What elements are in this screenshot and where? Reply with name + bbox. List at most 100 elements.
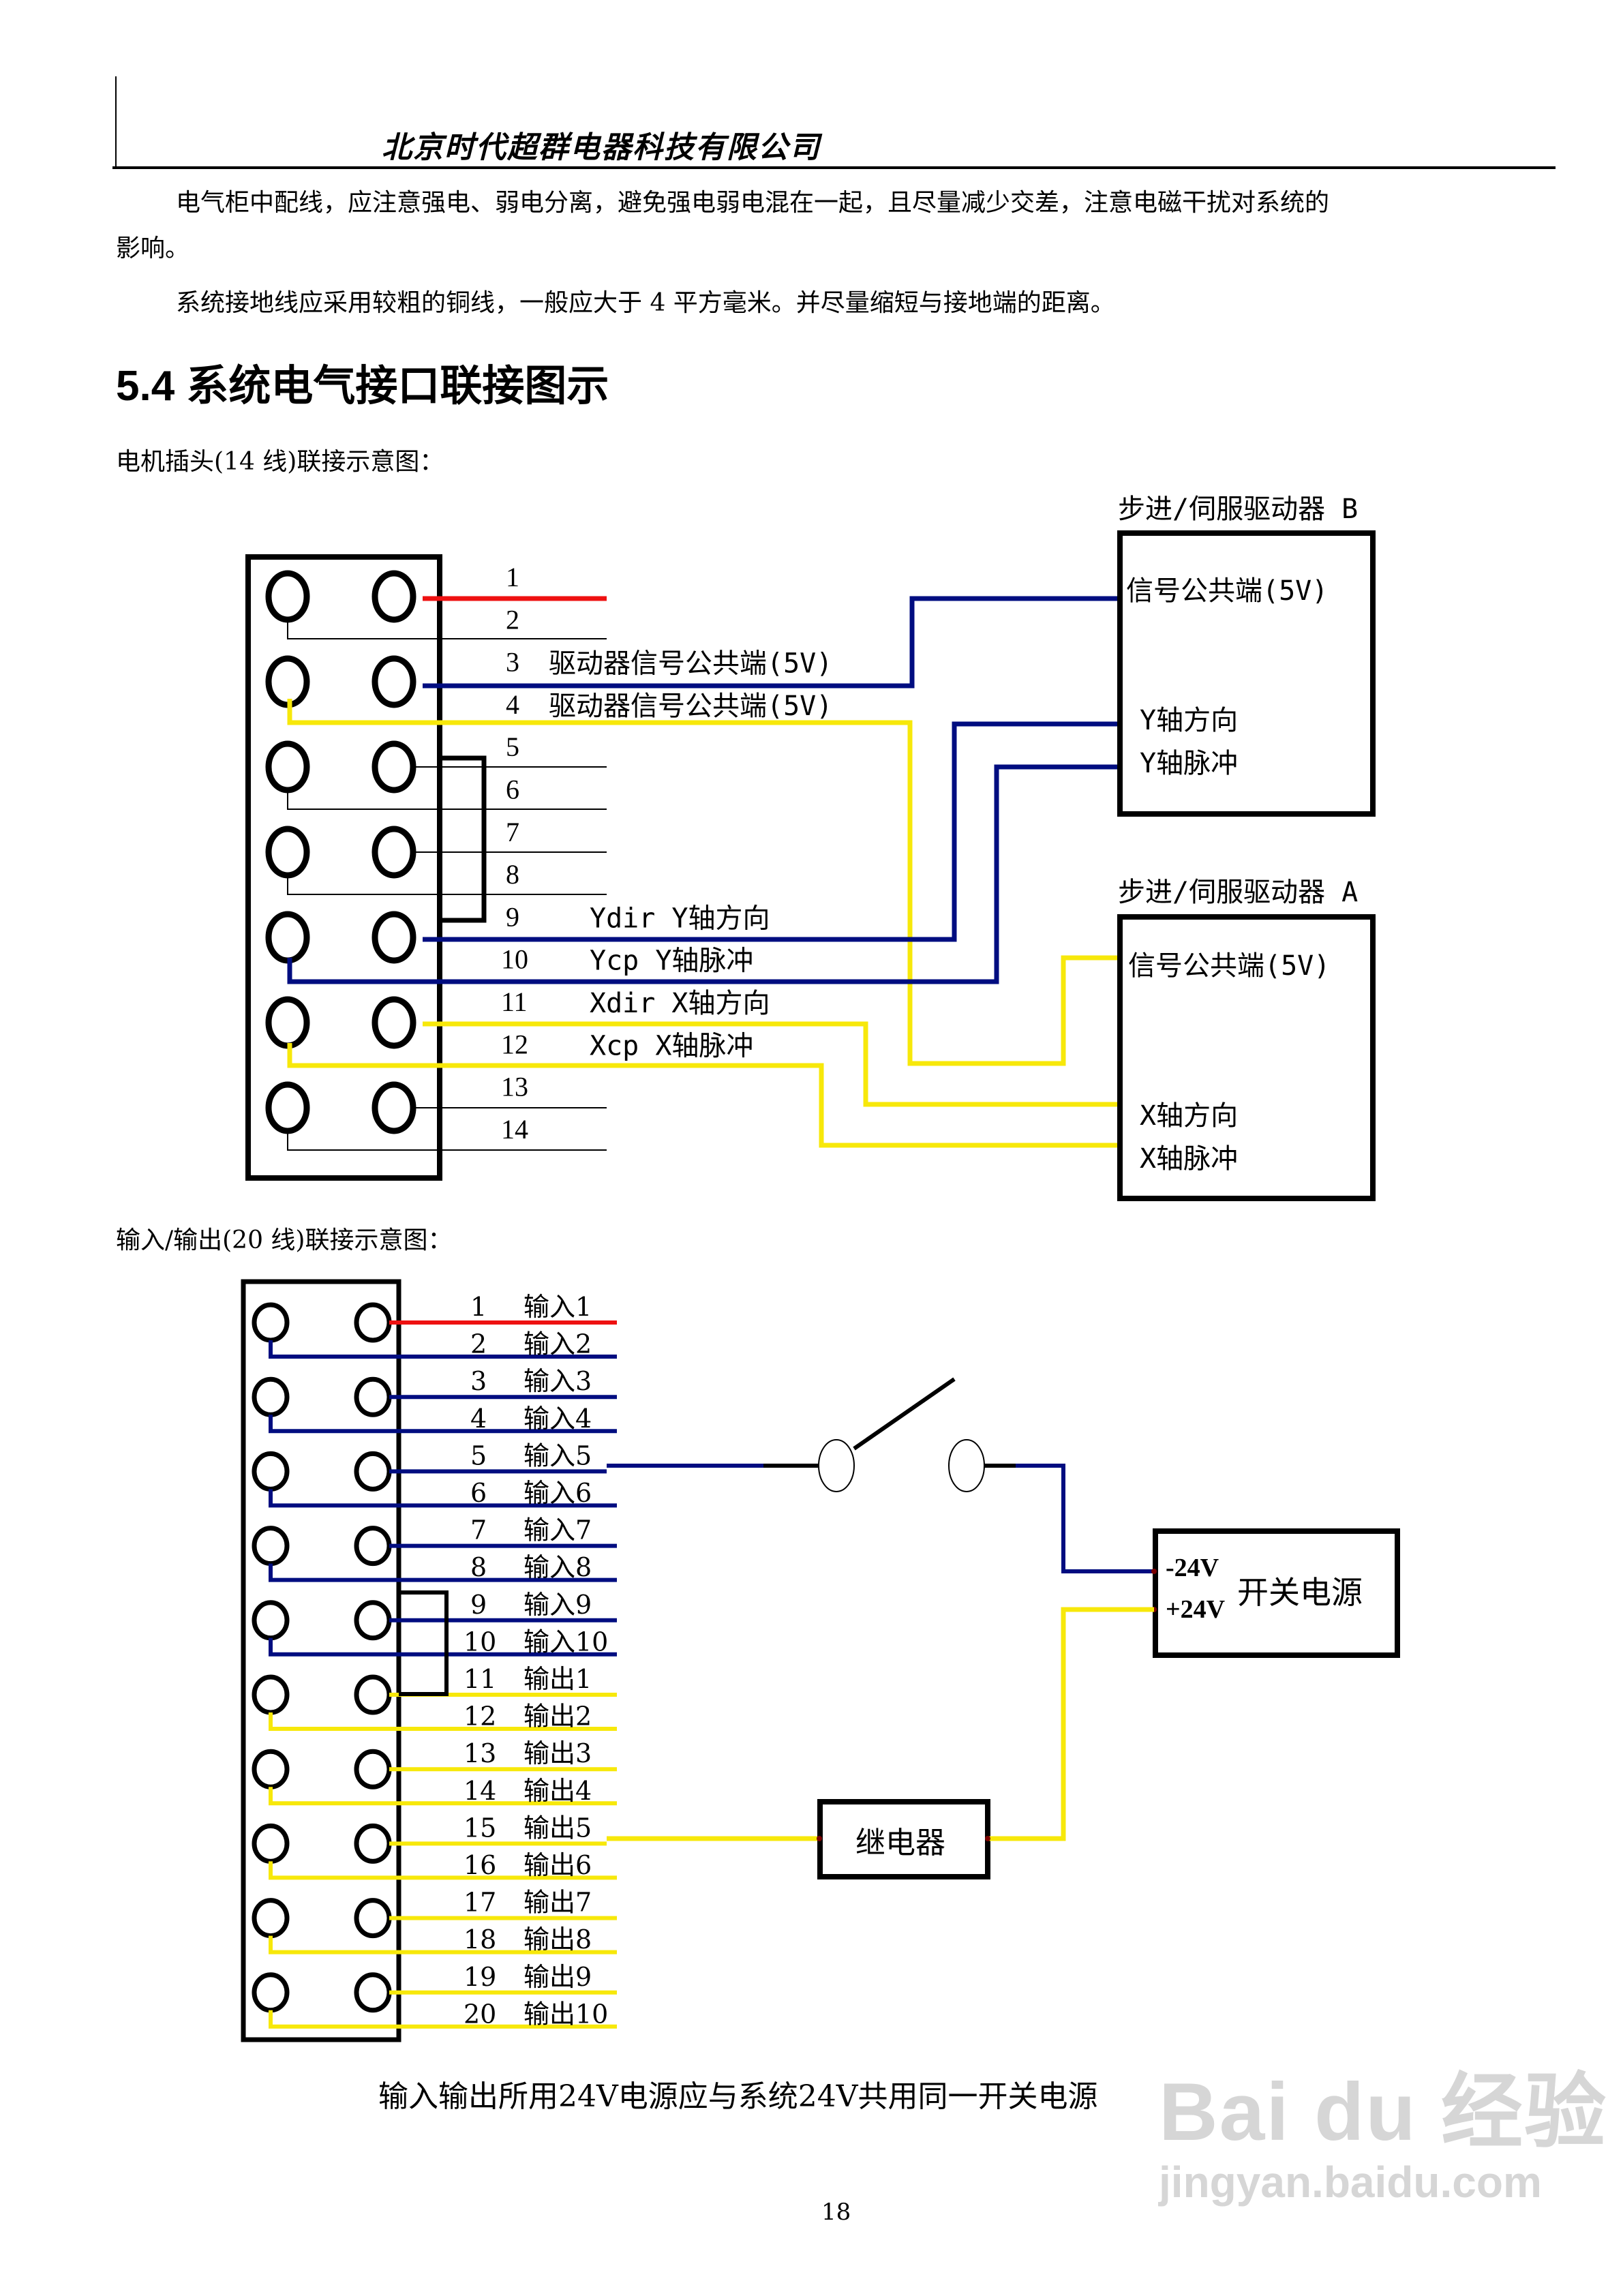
io-pin-number: 18 <box>464 1924 496 1954</box>
wire-pin9-to-y-dir <box>423 721 1121 942</box>
pin-socket <box>252 1600 290 1641</box>
driver-b-title: 步进/伺服驱动器 B <box>1118 494 1358 525</box>
pin-socket <box>371 911 416 964</box>
driver-b-box <box>1117 530 1376 817</box>
motor-pin-number: 2 <box>506 604 519 635</box>
pin-socket <box>265 570 310 623</box>
power-supply: -24V +24V 开关电源 <box>1151 1528 1400 1658</box>
driver-b-common-label: 信号公共端(5V) <box>1126 575 1328 607</box>
motor-jumper-bracket <box>440 755 487 923</box>
io-pin-number: 4 <box>470 1404 487 1434</box>
io-pin-label: 输入1 <box>524 1292 592 1322</box>
pin-socket <box>252 1376 290 1417</box>
io-pin-label: 输入7 <box>524 1515 592 1545</box>
io-pin-number: 6 <box>470 1478 487 1508</box>
pin-socket <box>252 1451 290 1492</box>
pin-socket <box>265 655 310 708</box>
baidu-watermark: Bai du 经验 jingyan.baidu.com <box>1159 2045 1607 2207</box>
pin-socket <box>354 1823 392 1864</box>
wire-io-pin-6 <box>269 1489 617 1508</box>
motor-pin-number: 14 <box>501 1114 528 1145</box>
wire-pin11-to-x-dir <box>423 1021 1121 1107</box>
io-diagram-caption: 输入/输出(20 线)联接示意图： <box>116 1226 453 1254</box>
pin-socket <box>252 1302 290 1343</box>
wire-io-pin-12 <box>269 1712 617 1731</box>
pin-socket <box>265 740 310 794</box>
io-pin-number: 8 <box>470 1552 487 1582</box>
driver-a-dir-label: X轴方向 <box>1140 1100 1238 1132</box>
motor-pin-number: 12 <box>501 1029 528 1059</box>
wire-switch-to-minus24v <box>1016 1464 1154 1573</box>
pin-socket <box>252 1749 290 1789</box>
io-pin-label: 输入4 <box>524 1404 592 1434</box>
io-pin-number: 20 <box>464 1999 496 2029</box>
io-pin-label: 输入8 <box>524 1552 592 1582</box>
relay-terminal-left <box>817 1836 822 1841</box>
driver-a-pulse-label: X轴脉冲 <box>1140 1143 1238 1175</box>
pin-socket <box>371 1081 416 1134</box>
pin-socket <box>354 1451 392 1492</box>
io-pin-number: 19 <box>464 1962 496 1992</box>
page-number: 18 <box>821 2199 851 2226</box>
motor-diagram-caption: 电机插头(14 线)联接示意图： <box>116 448 444 476</box>
io-pin-label: 输出8 <box>524 1924 592 1954</box>
io-pin-label: 输出1 <box>524 1664 592 1694</box>
io-pin-number: 2 <box>470 1329 487 1359</box>
motor-pin-number: 9 <box>506 901 519 932</box>
pin-socket <box>265 1081 310 1134</box>
pin-socket <box>371 826 416 879</box>
pin-socket <box>354 1600 392 1641</box>
relay-terminal-right <box>985 1836 990 1841</box>
pin-socket <box>252 1674 290 1715</box>
company-name: 北京时代超群电器科技有限公司 <box>382 130 821 165</box>
wire-io-pin-18 <box>269 1935 617 1954</box>
motor-pin-number: 10 <box>501 944 528 975</box>
driver-b: 步进/伺服驱动器 B 信号公共端(5V) Y轴方向 Y轴脉冲 <box>1117 494 1376 817</box>
io-pin-label: 输出10 <box>524 1999 608 2029</box>
pin-socket <box>371 740 416 794</box>
pin-socket <box>265 996 310 1049</box>
wire-io-pin-2 <box>269 1340 617 1359</box>
io-pin-label: 输出5 <box>524 1813 592 1843</box>
motor-pin-number: 4 <box>506 689 519 720</box>
wire-pin10-to-y-pulse <box>287 764 1121 984</box>
io-pin-label: 输入3 <box>524 1366 592 1396</box>
wire-io-pin-20 <box>269 2010 617 2029</box>
wire-io-pin-10 <box>269 1637 617 1657</box>
power-minus-terminal <box>1151 1569 1157 1574</box>
io-pin-number: 15 <box>464 1813 496 1843</box>
relay-label: 继电器 <box>855 1826 945 1860</box>
io-pin-label: 输入10 <box>524 1627 608 1657</box>
io-pin-number: 7 <box>470 1515 487 1545</box>
driver-a-box <box>1117 914 1376 1201</box>
section-heading: 5.4 系统电气接口联接图示 <box>116 363 609 410</box>
wire-pin3-to-driver-b-common <box>423 596 1121 689</box>
paragraph-wiring-line1: 电气柜中配线，应注意强电、弱电分离，避免强电弱电混在一起，且尽量减少交差，注意电… <box>176 189 1330 217</box>
motor-pin-label: Xcp X轴脉冲 <box>590 1030 753 1061</box>
io-pin-label: 输出3 <box>524 1738 592 1768</box>
io-connector-body <box>241 1279 401 2042</box>
io-pin-number: 5 <box>470 1440 487 1470</box>
power-supply-box <box>1153 1528 1400 1658</box>
wire-pin-14 <box>287 1131 607 1151</box>
io-pin-number: 10 <box>464 1627 496 1657</box>
wire-io-pin-14 <box>269 1787 617 1806</box>
pin-socket <box>354 1376 392 1417</box>
io-pin-number: 16 <box>464 1850 496 1880</box>
driver-a: 步进/伺服驱动器 A 信号公共端(5V) X轴方向 X轴脉冲 <box>1117 877 1376 1201</box>
motor-signal-wires <box>287 596 1121 1148</box>
pin-socket <box>252 1526 290 1567</box>
io-pin-number: 14 <box>464 1776 496 1806</box>
motor-pin-label: 驱动器信号公共端(5V) <box>549 691 832 722</box>
watermark-brand: Bai du 经验 <box>1159 2066 1608 2158</box>
io-pin-number: 3 <box>470 1366 487 1396</box>
io-pin-label: 输出4 <box>524 1776 592 1806</box>
pin-socket <box>371 655 416 708</box>
motor-pin-label: Ydir Y轴方向 <box>590 903 770 934</box>
wire-pin-2 <box>287 620 607 639</box>
motor-pin-label: Xdir X轴方向 <box>590 988 770 1019</box>
pin-socket <box>354 1972 392 2013</box>
